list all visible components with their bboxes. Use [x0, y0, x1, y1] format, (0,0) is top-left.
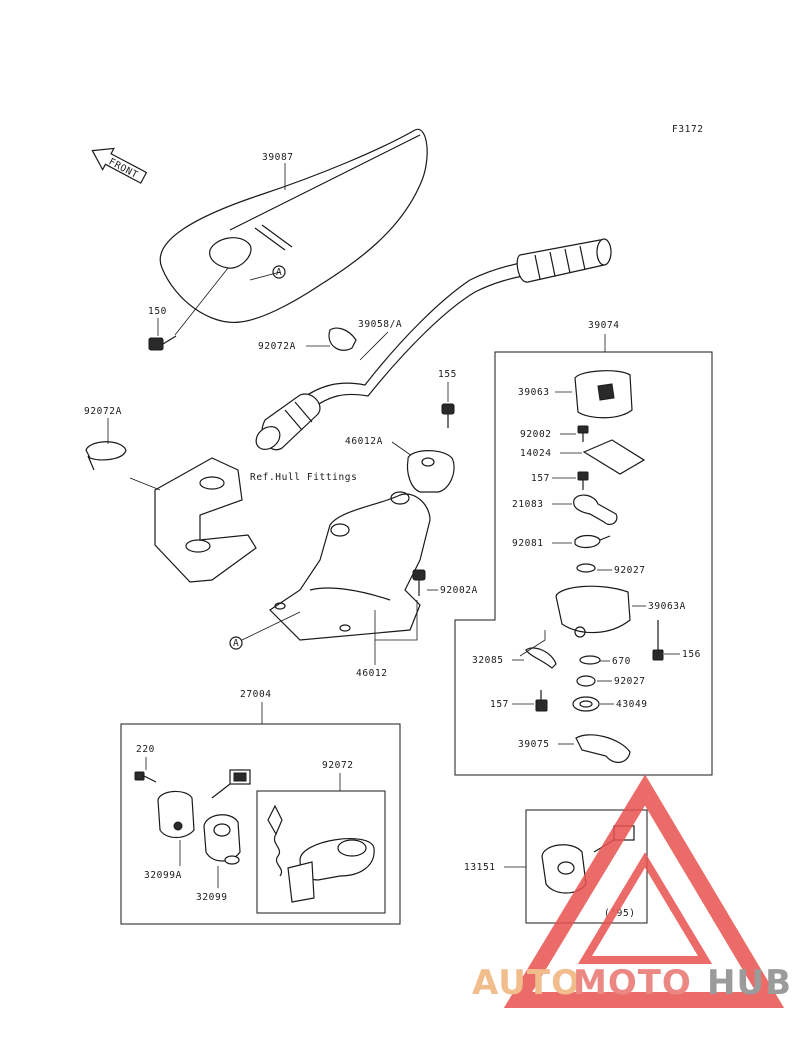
callout-92081: 92081 — [512, 538, 544, 549]
switch-button-connector — [211, 769, 251, 799]
callout-39075: 39075 — [518, 739, 550, 750]
screw-220 — [134, 771, 157, 783]
callout-157a: 157 — [531, 473, 550, 484]
callout-150: 150 — [148, 306, 167, 317]
lever-21083 — [573, 494, 618, 526]
ref-marker-a-top — [272, 265, 286, 279]
callout-39063: 39063 — [518, 387, 550, 398]
callout-220: 220 — [136, 744, 155, 755]
callout-21083: 21083 — [512, 499, 544, 510]
steering-bracket — [129, 457, 257, 583]
band-clamp-92072a-top — [328, 327, 357, 351]
callout-92072a-left: 92072A — [84, 406, 122, 417]
switch-case-32099-nipple — [224, 855, 240, 865]
switch-case-32099a — [157, 790, 195, 839]
assembly-box-27004 — [120, 723, 401, 925]
bolt-92002a — [412, 569, 426, 596]
screw-156 — [652, 620, 664, 661]
callout-32099a: 32099A — [144, 870, 182, 881]
watermark-auto: AUTO — [472, 963, 581, 1003]
leader-46012-bracket — [374, 600, 418, 641]
callout-43049: 43049 — [616, 699, 648, 710]
switch-housing-39063a — [555, 585, 631, 634]
watermark-triangle-icon — [503, 774, 785, 1008]
brand-logo-icon — [597, 383, 615, 401]
front-arrow-icon: FRONT — [91, 147, 148, 184]
callout-14024: 14024 — [520, 448, 552, 459]
leader-46012a — [391, 441, 413, 457]
callout-32099: 32099 — [196, 892, 228, 903]
note-ref-hull: Ref.Hull Fittings — [250, 472, 357, 483]
screw-157b — [535, 690, 548, 712]
seal-43049 — [572, 696, 600, 712]
housing-pivot — [574, 626, 586, 638]
year-note: ('95) — [604, 908, 636, 919]
washer-92027b — [576, 675, 596, 687]
assembly-box-92072 — [256, 790, 386, 914]
callout-32085: 32085 — [472, 655, 504, 666]
ref-marker-a-bottom — [229, 636, 243, 650]
callout-155: 155 — [438, 369, 457, 380]
callout-156: 156 — [682, 649, 701, 660]
handlebar-39058a — [255, 238, 612, 451]
callout-39074: 39074 — [588, 320, 620, 331]
callout-92002: 92002 — [520, 429, 552, 440]
screw-92002 — [577, 425, 589, 442]
clamp-cap-46012a — [406, 450, 455, 493]
callout-157b: 157 — [490, 699, 509, 710]
spring-32085 — [525, 647, 557, 669]
figure-code: F3172 — [672, 124, 704, 135]
handle-cover-39087 — [159, 128, 428, 336]
switch-13151-hole — [557, 861, 575, 875]
callout-13151: 13151 — [464, 862, 496, 873]
callout-92027b: 92027 — [614, 676, 646, 687]
callout-92072: 92072 — [322, 760, 354, 771]
leader-39058a — [359, 331, 389, 361]
callout-92072a-top: 92072A — [258, 341, 296, 352]
clamp-cap-hole — [421, 457, 435, 467]
callout-46012a: 46012A — [345, 436, 383, 447]
bolt-150 — [148, 335, 177, 351]
screw-157a — [577, 471, 589, 490]
watermark-moto: MOTO — [573, 963, 692, 1003]
watermark-logo: AUTO MOTO HUB — [472, 774, 792, 1008]
switch-case-32099a-boss — [173, 821, 183, 831]
switch-case-32099 — [203, 814, 241, 862]
callout-39058a: 39058/A — [358, 319, 402, 330]
callout-39087: 39087 — [262, 152, 294, 163]
switch-case-32099-hole — [213, 823, 231, 837]
o-ring-670 — [579, 655, 601, 665]
callout-39063a: 39063A — [648, 601, 686, 612]
seal-inner — [579, 700, 593, 708]
watermark-triangle-inner-icon — [577, 852, 713, 964]
ref-marker-a-top-label: A — [276, 267, 282, 278]
washer-92027a — [576, 563, 596, 573]
band-clamp-92072a-left — [85, 441, 127, 471]
callout-92027a: 92027 — [614, 565, 646, 576]
callout-670: 670 — [612, 656, 631, 667]
leader-ref-a — [241, 611, 301, 641]
ref-marker-a-bottom-label: A — [233, 638, 239, 649]
leader-32085-tail — [519, 630, 546, 657]
assembly-box-39074 — [454, 351, 713, 776]
handle-pole-46012 — [269, 491, 431, 641]
throttle-lever-39075 — [575, 734, 631, 763]
bolt-155 — [441, 403, 455, 428]
callout-27004: 27004 — [240, 689, 272, 700]
callout-46012: 46012 — [356, 668, 388, 679]
plate-14024 — [582, 439, 646, 475]
callout-92002a: 92002A — [440, 585, 478, 596]
watermark-hub: HUB — [707, 963, 792, 1003]
spring-92081 — [574, 534, 611, 549]
lanyard-clamp-92072 — [267, 804, 375, 903]
